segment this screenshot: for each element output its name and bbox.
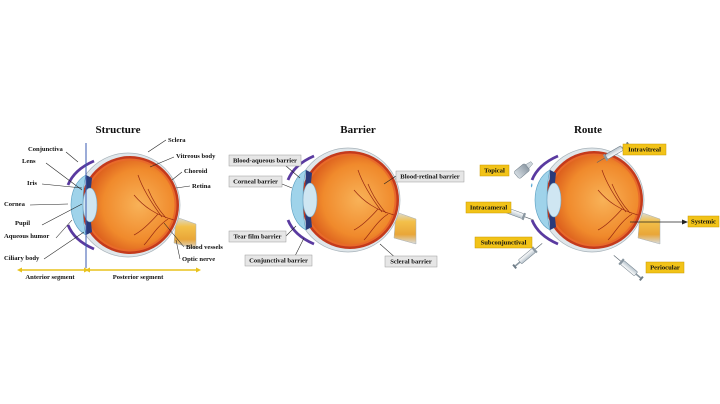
label-subconjunctival: Subconjunctival <box>481 240 527 247</box>
route-panel: Route Topical Intracameral Subconjunctiv… <box>465 124 720 283</box>
label-corneal-barrier: Corneal barrier <box>233 179 278 186</box>
label-iris: Iris <box>27 180 37 187</box>
label-periocular: Periocular <box>650 265 680 272</box>
label-aqueous-humor: Aqueous humor <box>4 233 49 240</box>
box-topical <box>479 164 510 177</box>
posterior-segment-label: Posterior segment <box>113 274 164 281</box>
barrier-panel: Barrier Blood-aqueous barrier Corneal ba… <box>228 124 465 268</box>
label-intravitreal: Intravitreal <box>628 147 661 154</box>
structure-title: Structure <box>95 124 140 136</box>
box-subconjunctival <box>474 236 533 249</box>
label-conjunctiva: Conjunctiva <box>28 146 64 153</box>
label-vitreous-body: Vitreous body <box>176 153 216 160</box>
box-systemic <box>687 215 720 228</box>
label-sclera: Sclera <box>168 137 186 144</box>
box-periocular <box>645 261 685 274</box>
route-eye <box>530 146 662 254</box>
label-topical: Topical <box>484 168 505 175</box>
anterior-segment-label: Anterior segment <box>25 274 75 281</box>
label-systemic: Systemic <box>691 219 716 226</box>
label-blood-aqueous-barrier: Blood-aqueous barrier <box>233 158 297 165</box>
topical-bottle-icon <box>514 161 534 179</box>
box-intracameral <box>465 201 512 214</box>
box-intravitreal <box>622 143 667 156</box>
label-intracameral: Intracameral <box>470 205 508 212</box>
box-corneal <box>228 175 283 188</box>
label-ciliary-body: Ciliary body <box>4 255 40 262</box>
label-blood-retinal-barrier: Blood-retinal barrier <box>400 174 459 181</box>
label-pupil: Pupil <box>15 220 30 227</box>
box-tear-film <box>228 230 287 243</box>
label-blood-vessels: Blood vessels <box>186 244 223 251</box>
structure-panel: Structure Anterior segment Posterior seg… <box>4 124 223 281</box>
label-retina: Retina <box>192 183 211 190</box>
box-conjunctival <box>244 254 313 267</box>
label-tear-film-barrier: Tear film barrier <box>234 234 282 241</box>
box-scleral <box>384 255 438 268</box>
box-blood-retinal <box>395 170 465 183</box>
label-lens: Lens <box>22 158 36 165</box>
label-scleral-barrier: Scleral barrier <box>390 259 432 266</box>
box-blood-aqueous <box>228 154 302 167</box>
label-choroid: Choroid <box>184 168 208 175</box>
periocular-syringe-icon <box>610 252 645 283</box>
label-cornea: Cornea <box>4 201 26 208</box>
route-title: Route <box>574 124 602 136</box>
barrier-title: Barrier <box>340 124 376 136</box>
label-optic-nerve: Optic nerve <box>182 256 215 263</box>
label-conjunctival-barrier: Conjunctival barrier <box>249 258 308 265</box>
structure-eye <box>66 151 198 259</box>
barrier-eye <box>286 146 418 254</box>
